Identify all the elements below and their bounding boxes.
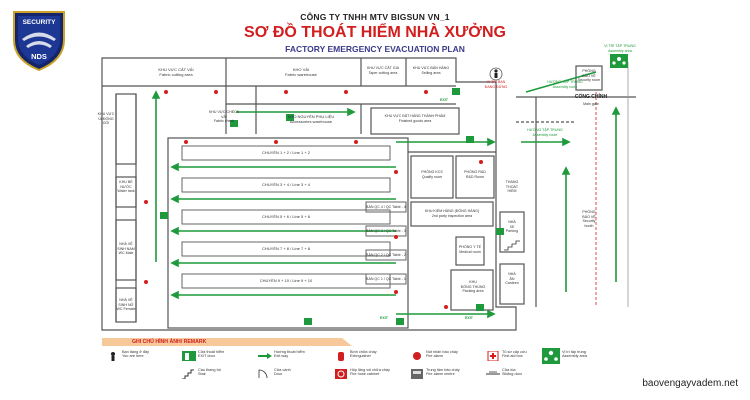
legend-text: Bạn đang ở đây You are here <box>122 350 149 359</box>
area-medical: PHÒNG Y TẾ Medical room <box>459 245 481 254</box>
area-wc-male: NHÀ VỆ SINH NAM WC Male <box>117 242 135 256</box>
floor-plan-walls <box>101 54 636 331</box>
sliding-door-icon <box>486 371 500 375</box>
main-gate-label: CỔNG CHÍNH <box>574 94 608 100</box>
exit-tag: EXIT <box>440 98 448 102</box>
remark-title: GHI CHÚ HÌNH ẢNH/ REMARK <box>132 339 207 345</box>
logo-mid-text: NDS <box>31 52 47 61</box>
qc-table-label: BÀN QC 1 / QC Table - 1 <box>366 277 406 281</box>
area-water-tank: KHU BỂ NƯỚC Water tank <box>117 180 135 194</box>
exit-way-arrow-icon <box>258 353 272 359</box>
legend-text: Nút nhấn báo cháy Fire alarm <box>426 350 458 359</box>
fire-alarm-icon <box>413 352 421 360</box>
legend-you-are-here: Bạn đang ở đây You are here <box>106 350 166 368</box>
stair-icon <box>504 240 520 251</box>
area-wc-female: NHÀ VỆ SINH NỮ WC Female <box>116 298 136 312</box>
line-label: CHUYỀN 7 + 8 / Line 7 + 8 <box>261 246 311 251</box>
area-emergency-stair: THANG THOÁT HIỂM <box>505 180 519 194</box>
area-fabric-warehouse: KHO VẢI Fabric warehouse <box>285 67 317 77</box>
legend-text: Tủ sơ cấp cứu First aid box <box>502 350 527 359</box>
legend-exit-way: Hướng thoát hiểm Exit way <box>258 350 318 368</box>
line-label: CHUYỀN 9 + 10 / Line 9 + 10 <box>259 278 313 283</box>
qc-table-label: BÀN QC 3 / QC Table - 3 <box>366 229 406 233</box>
legend-door: Cửa cánh Door <box>258 368 318 386</box>
door-icon <box>258 369 268 379</box>
legend-stair: Cầu thang bộ Stair <box>182 368 242 386</box>
main-gate-sublabel: Main gate <box>583 102 599 106</box>
assembly-point-icon <box>542 348 560 364</box>
qc-table-label: BÀN QC 2 / QC Table - 2 <box>366 253 406 257</box>
extinguisher-icon <box>338 352 344 361</box>
logo-top-text: SECURITY <box>23 19 57 26</box>
company-name: CÔNG TY TNHH MTV BIGSUN VN_1 <box>300 12 450 22</box>
legend-extinguisher: Bình chữa cháy Extinguisher <box>334 350 394 368</box>
line-label: CHUYỀN 1 + 2 / Line 1 + 2 <box>261 150 311 155</box>
area-accessories-warehouse: KHO NGUYÊN PHỤ LIỆU Accessories warehous… <box>287 114 335 124</box>
legend: Bạn đang ở đây You are here Cửa thoát hi… <box>106 348 646 388</box>
legend-text: Cầu thang bộ Stair <box>198 368 221 377</box>
security-logo-icon: SECURITY NDS <box>13 11 65 72</box>
floor-plan: KHU VỰC CẮT VẢI Fabric cutting area KHO … <box>96 44 644 334</box>
legend-text: Vị trí tập trung Assembly area <box>562 350 588 359</box>
legend-exit-door: Cửa thoát hiểm EXIT door <box>182 350 242 368</box>
area-security-room: PHÒNG BẢO VỆ Security room <box>577 69 601 83</box>
legend-fire-hose: Hộp lăng vòi chữa cháy Fire hose cabinet <box>334 368 394 386</box>
area-assembly-point: VỊ TRÍ TẬP TRUNG Assembly area <box>604 44 636 53</box>
fire-alarm-panel-icon <box>411 369 423 379</box>
line-label: CHUYỀN 5 + 6 / Line 5 + 6 <box>261 214 311 219</box>
you-are-here-icon <box>489 67 503 81</box>
area-security-booth: PHÒNG BẢO VỆ Security booth <box>582 210 596 228</box>
legend-text: Hướng thoát hiểm Exit way <box>274 350 305 359</box>
exit-door-icon <box>182 351 196 361</box>
legend-first-aid: Tủ sơ cấp cứu First aid box <box>486 350 546 368</box>
remark-header: GHI CHÚ HÌNH ẢNH/ REMARK <box>102 338 352 346</box>
legend-sliding-door: Cửa lùa Sliding door <box>486 368 546 386</box>
page-title: SƠ ĐỒ THOÁT HIỂM NHÀ XƯỞNG <box>244 24 506 41</box>
area-inspection: KHU KIỂM HÀNG (ĐÓNG HÀNG) 2nd party insp… <box>424 209 480 218</box>
legend-assembly-point: Vị trí tập trung Assembly area <box>542 348 622 368</box>
area-packing: KHU ĐÓNG THÙNG Packing area <box>460 280 486 294</box>
legend-text: Hộp lăng vòi chữa cháy Fire hose cabinet <box>350 368 390 377</box>
exit-tag: EXIT <box>465 316 473 320</box>
area-finished-goods: KHU VỰC ĐẶT HÀNG THÀNH PHẨM Finished goo… <box>384 114 446 123</box>
legend-text: Cửa lùa Sliding door <box>502 368 523 377</box>
fire-hose-icon <box>335 369 347 379</box>
you-are-here-icon <box>111 352 115 361</box>
page-subtitle: FACTORY EMERGENCY EVACUATION PLAN <box>285 44 465 54</box>
legend-text: Trung tâm báo cháy Fire alarm centre <box>426 368 460 377</box>
route-label-1: HƯỚNG TẬP TRUNG Assembly route <box>527 128 563 137</box>
area-fabric-check: KHU VỰC CHECK VẢI Fabric check <box>208 110 240 124</box>
area-parking: NHÀ XE Parking <box>505 220 519 234</box>
stair-icon <box>182 369 194 379</box>
route-label-2: HƯỚNG TẬP TRUNG Assembly route <box>547 80 583 89</box>
area-canteen: NHÀ ĂN Canteen <box>505 272 519 286</box>
legend-fire-alarm-centre: Trung tâm báo cháy Fire alarm centre <box>410 368 470 386</box>
you-are-here-label: VỊ TRÍ BẠN ĐANG ĐỨNG <box>484 80 508 89</box>
legend-text: Cửa cánh Door <box>274 368 291 377</box>
exit-tag: EXIT <box>380 316 388 320</box>
area-qc-room: PHÒNG KCS Quality room <box>421 170 443 179</box>
line-label: CHUYỀN 3 + 4 / Line 3 + 4 <box>261 182 311 187</box>
first-aid-icon <box>487 351 499 361</box>
assembly-point-icon <box>610 54 628 68</box>
area-taper-cutting: KHU VỰC CẮT GIA Taper cutting area <box>367 66 399 75</box>
area-selling: KHU VỰC BÁN HÀNG Selling area <box>412 66 450 75</box>
area-rd-room: PHÒNG R&D R&D Room <box>464 170 486 179</box>
qc-table-label: BÀN QC 4 / QC Table - 4 <box>366 205 406 209</box>
legend-text: Bình chữa cháy Extinguisher <box>350 350 377 359</box>
area-left-block: KHU VỰC ỦI ĐÓNG GÓI <box>97 112 115 126</box>
header: CÔNG TY TNHH MTV BIGSUN VN_1 SƠ ĐỒ THOÁT… <box>150 12 600 54</box>
watermark: baovengayvadem.net <box>642 378 738 389</box>
legend-text: Cửa thoát hiểm EXIT door <box>198 350 225 359</box>
legend-fire-alarm: Nút nhấn báo cháy Fire alarm <box>410 350 470 368</box>
area-fabric-cutting: KHU VỰC CẮT VẢI Fabric cutting area <box>158 67 194 77</box>
